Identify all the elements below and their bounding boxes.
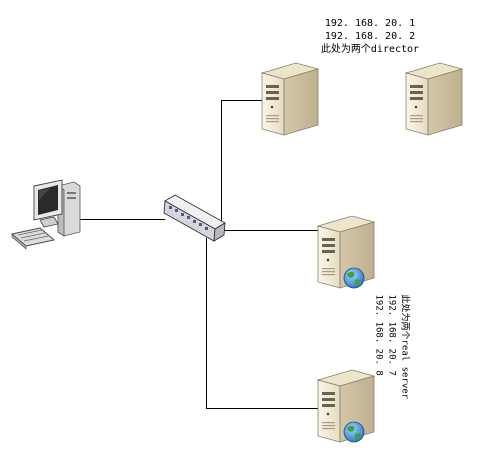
realserver-ip-2: 192. 168. 20. 8 — [373, 294, 384, 376]
realserver-note: 此处为两个real server — [399, 294, 410, 400]
director-labels: 192. 168. 20. 1 192. 168. 20. 2 此处为两个dir… — [300, 17, 440, 56]
link-switch-realserver-2 — [206, 238, 318, 409]
network-switch-icon — [163, 194, 226, 242]
realserver-ip-1: 192. 168. 20. 7 — [386, 294, 397, 376]
client-computer-icon — [11, 179, 81, 250]
director-server-icon — [405, 62, 463, 136]
director-ip-1: 192. 168. 20. 1 — [324, 18, 416, 29]
web-server-icon — [317, 369, 375, 443]
connection-lines — [80, 100, 318, 409]
realserver-labels: 此处为两个real server 192. 168. 20. 7 192. 16… — [374, 294, 411, 413]
globe-icon — [343, 421, 365, 443]
director-server-icon — [261, 62, 319, 136]
director-ip-2: 192. 168. 20. 2 — [324, 31, 416, 42]
globe-icon — [343, 267, 365, 289]
web-server-icon — [317, 215, 375, 289]
director-note: 此处为两个director — [320, 44, 420, 55]
